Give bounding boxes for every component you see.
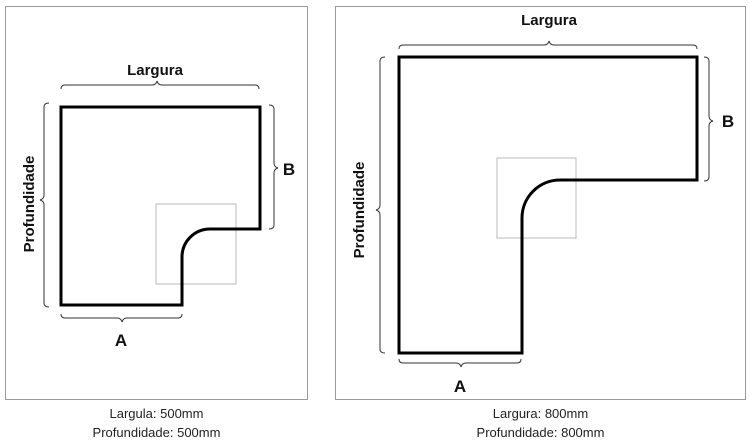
left-depth-bracket: [39, 102, 50, 308]
right-width-label: Largura: [521, 12, 578, 29]
right-corner-highlight-box: [496, 157, 577, 239]
left-a-label: A: [115, 331, 127, 350]
left-caption-width: Largula: 500mm: [109, 406, 204, 421]
right-depth-bracket: [375, 56, 386, 354]
right-a-label: A: [454, 377, 466, 396]
right-b-label: B: [722, 112, 734, 131]
right-caption-depth: Profundidade: 800mm: [476, 425, 605, 440]
right-diagram-svg: Largura Profundidade B A: [351, 12, 734, 396]
right-l-shape-outline: [397, 55, 699, 355]
right-b-bracket: [703, 56, 714, 182]
left-width-label: Largura: [127, 62, 184, 79]
right-caption-width: Largura: 800mm: [492, 406, 589, 421]
left-width-bracket: [60, 80, 260, 90]
left-diagram-panel: Largura Profundidade B A: [5, 6, 308, 400]
right-depth-label: Profundidade: [351, 162, 368, 259]
right-diagram-panel: Largura Profundidade B A: [335, 6, 746, 400]
right-a-bracket: [398, 358, 522, 368]
left-diagram-svg: Largura Profundidade B A: [21, 62, 295, 350]
left-a-bracket: [60, 313, 183, 323]
left-b-bracket: [268, 104, 279, 230]
left-corner-highlight-box: [155, 203, 237, 285]
left-caption: Largula: 500mm Profundidade: 500mm: [5, 404, 308, 442]
left-depth-label: Profundidade: [21, 156, 38, 253]
right-caption: Largura: 800mm Profundidade: 800mm: [335, 404, 746, 442]
left-caption-depth: Profundidade: 500mm: [92, 425, 221, 440]
left-l-shape-outline: [59, 105, 262, 307]
left-b-label: B: [283, 160, 295, 179]
right-width-bracket: [398, 40, 698, 50]
